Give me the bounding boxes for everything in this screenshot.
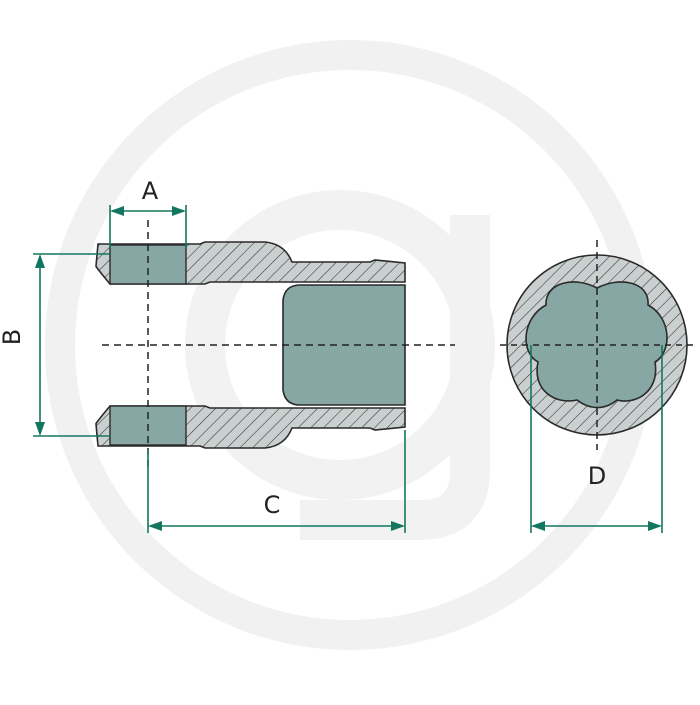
dimension-b-label: B (0, 329, 26, 345)
dimension-d-label: D (588, 462, 606, 490)
dimension-a-label: A (142, 177, 159, 205)
dimension-c-label: C (264, 491, 281, 519)
end-section-view (500, 240, 695, 450)
dimension-d (530, 345, 663, 533)
dimension-b (33, 253, 110, 437)
dimension-c (147, 430, 406, 533)
side-section-view (95, 220, 455, 470)
dimension-a (109, 205, 187, 248)
